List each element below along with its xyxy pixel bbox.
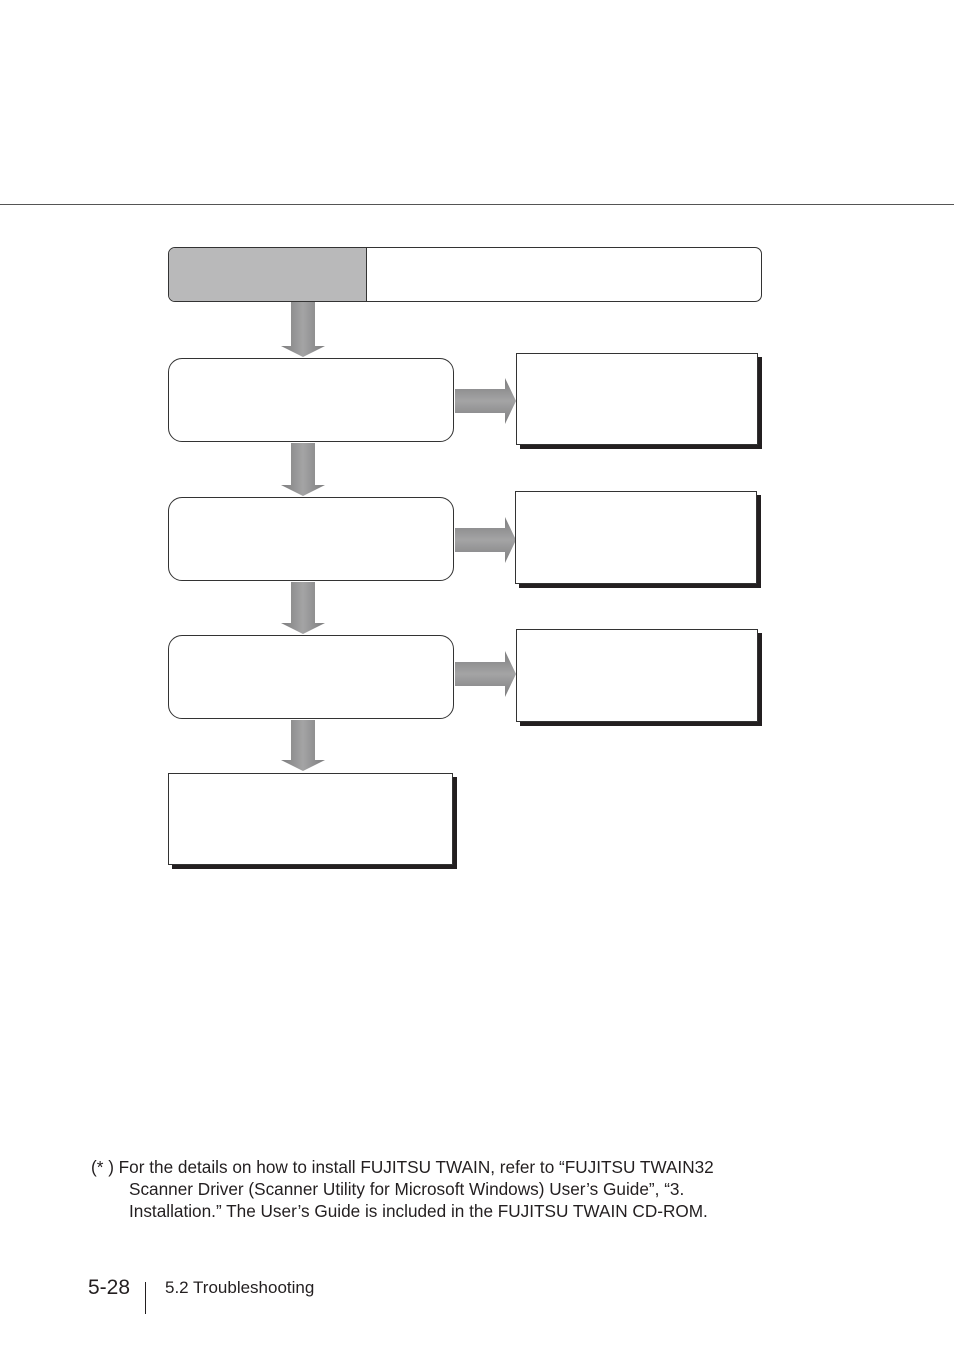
down-arrow-2 xyxy=(281,443,325,496)
down-arrow-1 xyxy=(281,302,325,357)
footnote-line-1: (* ) For the details on how to install F… xyxy=(91,1157,714,1177)
section-title: 5.2 Troubleshooting xyxy=(165,1278,315,1297)
page-number: 5-28 xyxy=(88,1276,131,1299)
check-step-1 xyxy=(168,358,454,442)
footnote: (* ) For the details on how to install F… xyxy=(91,1156,811,1222)
top-rule xyxy=(0,204,954,205)
down-arrow-3 xyxy=(281,582,325,634)
footnote-line-3: Installation.” The User’s Guide is inclu… xyxy=(129,1201,708,1221)
check-step-3 xyxy=(168,635,454,719)
final-action-box xyxy=(168,773,453,865)
right-arrow-2 xyxy=(455,517,516,563)
flowchart-header-label-cell xyxy=(169,248,367,301)
footnote-line-2: Scanner Driver (Scanner Utility for Micr… xyxy=(129,1179,685,1199)
action-box-1 xyxy=(516,353,758,445)
right-arrow-1 xyxy=(455,378,516,424)
footer-divider xyxy=(145,1282,146,1314)
action-box-2 xyxy=(515,491,757,584)
down-arrow-4 xyxy=(281,720,325,771)
right-arrow-3 xyxy=(455,651,516,697)
check-step-2 xyxy=(168,497,454,581)
action-box-3 xyxy=(516,629,758,722)
flowchart-header xyxy=(168,247,762,302)
